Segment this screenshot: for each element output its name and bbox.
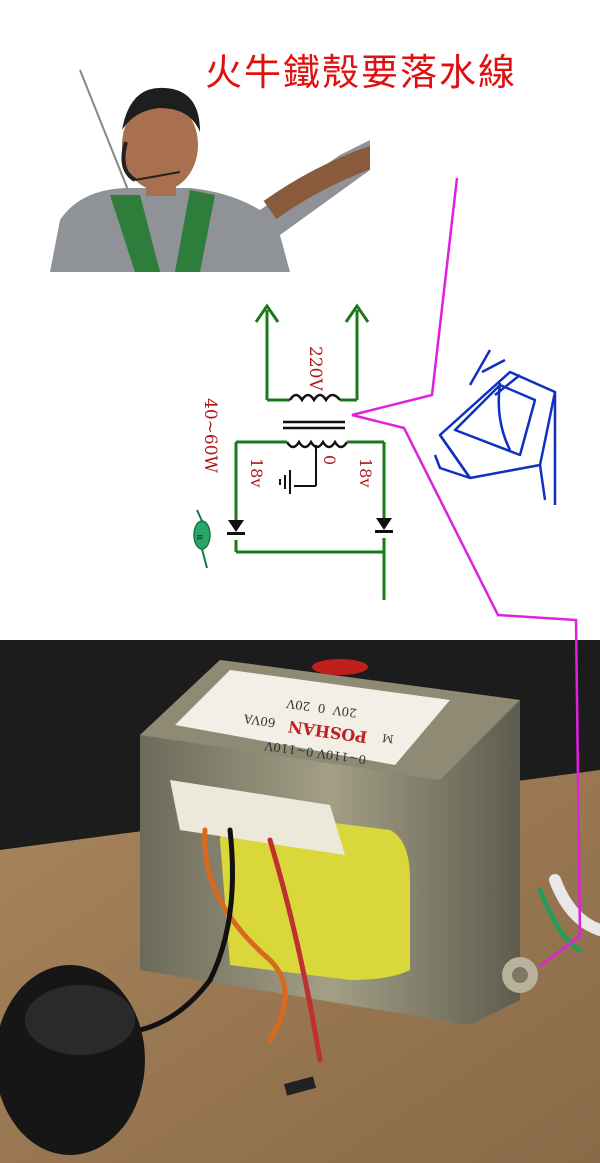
primary-voltage-label: 220V — [305, 346, 325, 391]
capacitor-icon: ≡ — [193, 509, 211, 569]
secondary-left-label: 18v — [247, 458, 266, 487]
secondary-right-label: 18v — [356, 458, 375, 487]
transformer-sketch-icon — [433, 349, 557, 505]
secondary-center-label: 0 — [320, 455, 339, 465]
person-photo — [50, 69, 370, 272]
svg-text:≡: ≡ — [196, 533, 204, 543]
nameplate-mark: M — [381, 730, 395, 746]
page-title: 火牛鐵殼要落水線 — [205, 51, 517, 94]
nameplate-brand: POSHAN — [286, 716, 369, 747]
nameplate-rating: 60VA — [243, 711, 277, 730]
power-rating-label: 40~60W — [200, 398, 220, 474]
circuit-schematic: ≡ 220V 40~60W 18v 0 18v — [193, 303, 557, 600]
